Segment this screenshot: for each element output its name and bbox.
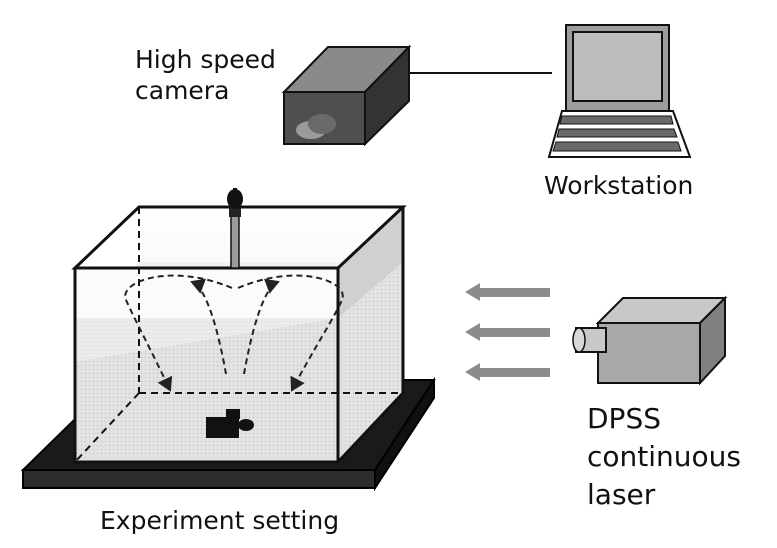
flow-paths <box>124 274 344 392</box>
camera-label-line-2: camera <box>135 76 230 105</box>
laser-label: DPSS continuous laser <box>587 400 741 514</box>
camera-label-line-1: High speed <box>135 45 276 74</box>
computer-workstation-icon <box>547 24 692 158</box>
sample-object-icon <box>206 409 254 438</box>
nozzle-icon <box>227 188 243 269</box>
camera-label: High speed camera <box>135 44 276 106</box>
experiment-setting-label: Experiment setting <box>100 506 340 535</box>
laser-label-line-3: laser <box>587 478 656 511</box>
workstation-label: Workstation <box>544 171 694 200</box>
laser-label-line-1: DPSS <box>587 402 661 435</box>
laser-source-icon <box>572 295 728 386</box>
high-speed-camera-icon <box>281 44 412 147</box>
laser-label-line-2: continuous <box>587 440 741 473</box>
laser-beam-arrows <box>465 283 550 381</box>
